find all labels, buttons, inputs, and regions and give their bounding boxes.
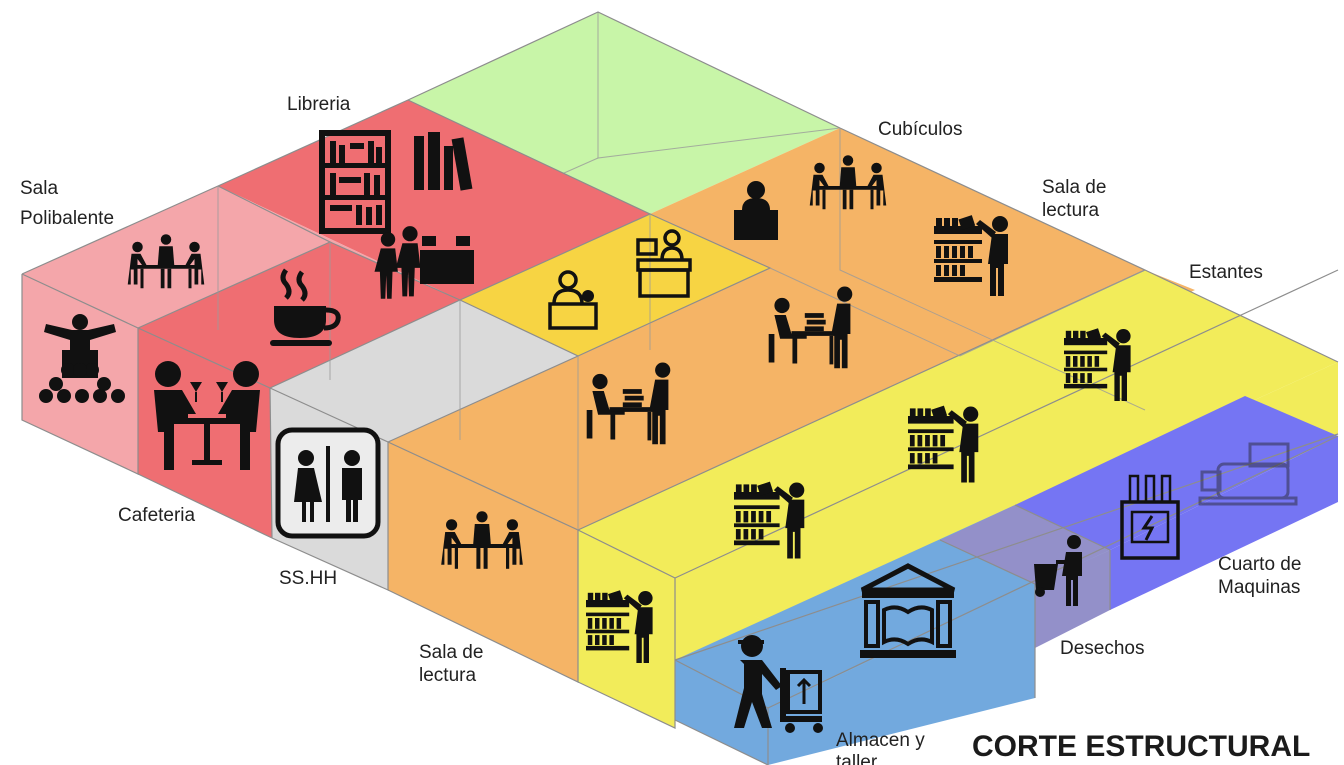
label-sala-polibalente: Sala Polibalente	[20, 174, 114, 234]
library-building-icon	[860, 563, 956, 658]
label-desechos: Desechos	[1060, 638, 1145, 659]
label-sala-lectura-baja: Sala de lectura	[419, 641, 483, 687]
trash-cart-icon	[1034, 535, 1082, 606]
label-cuarto-maquinas-text: Cuarto de Maquinas	[1218, 554, 1302, 598]
label-sala-lectura-alta-text: Sala de lectura	[1042, 177, 1107, 221]
restroom-icon	[275, 427, 381, 539]
books-icon	[414, 132, 473, 191]
diagram-title: CORTE ESTRUCTURAL	[972, 730, 1311, 763]
label-sala-lectura-baja-text: Sala de lectura	[419, 642, 484, 686]
queue-counter-icon	[374, 226, 474, 299]
label-cubiculos: Cubículos	[878, 119, 963, 140]
couple-drinking-icon	[154, 361, 260, 470]
bookshelf-icon	[319, 130, 391, 234]
label-sala-polibalente-text: Sala Polibalente	[20, 178, 115, 229]
label-ss-hh: SS.HH	[279, 568, 338, 589]
reading-desk-icon	[734, 181, 778, 240]
worker-cart-icon	[734, 635, 823, 733]
coffee-cup-icon	[270, 268, 341, 346]
generator-icon	[1198, 442, 1298, 506]
librarian-desk-icon	[636, 229, 692, 298]
label-almacen-taller-text: Almacen y taller	[836, 730, 925, 765]
transformer-icon	[1120, 474, 1180, 560]
label-cafeteria: Cafeteria	[118, 505, 196, 526]
reception-desk-icon	[548, 270, 598, 330]
label-cuarto-maquinas: Cuarto de Maquinas	[1218, 553, 1301, 599]
speaker-audience-icon	[39, 314, 125, 403]
label-estantes: Estantes	[1189, 262, 1263, 283]
label-libreria: Libreria	[287, 94, 351, 115]
label-almacen-taller: Almacen y taller	[836, 730, 925, 765]
label-sala-lectura-alta: Sala de lectura	[1042, 176, 1106, 222]
